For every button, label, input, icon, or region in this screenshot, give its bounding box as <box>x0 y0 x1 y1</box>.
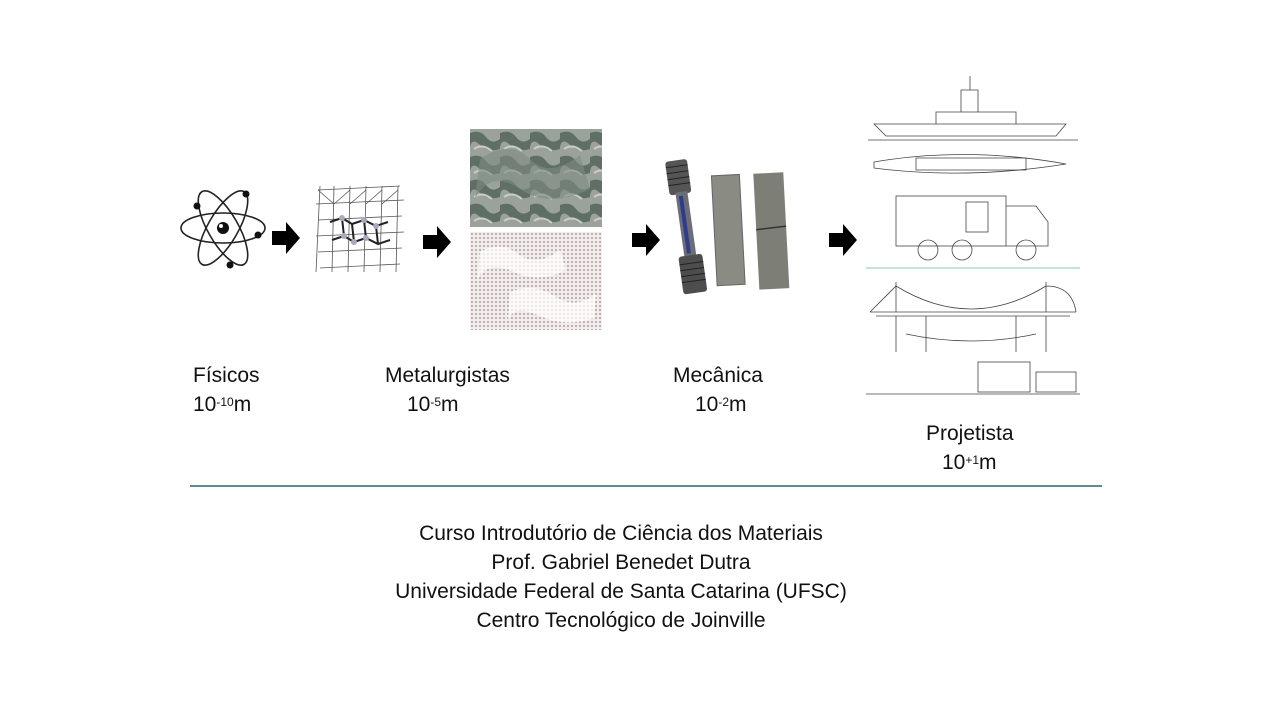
stage-scale: 10+1m <box>942 451 997 474</box>
footer-professor: Prof. Gabriel Benedet Dutra <box>491 551 751 574</box>
stage-label-metallurgists: Metalurgistas 10-5m <box>385 361 510 419</box>
stage-role: Físicos <box>193 364 260 387</box>
stage-role: Mecânica <box>673 364 763 387</box>
stage-label-mechanics: Mecânica 10-2m <box>673 361 763 419</box>
stage-scale: 10-5m <box>407 393 459 416</box>
arrow-right-icon <box>829 224 857 256</box>
test-specimens-photo <box>665 159 790 295</box>
microstructure-photo <box>470 129 602 227</box>
divider-rule <box>190 485 1102 487</box>
arrow-right-icon <box>272 222 300 254</box>
arrow-right-icon <box>632 224 660 256</box>
stage-label-designer: Projetista 10+1m <box>926 419 1014 477</box>
crystal-lattice-illustration <box>315 185 405 273</box>
footer-university: Universidade Federal de Santa Catarina (… <box>395 580 847 603</box>
atom-illustration <box>180 190 266 269</box>
footer-course: Curso Introdutório de Ciência dos Materi… <box>419 522 823 545</box>
stage-role: Metalurgistas <box>385 364 510 387</box>
microstructure-dot-pattern <box>470 232 602 330</box>
footer-center: Centro Tecnológico de Joinville <box>476 609 766 632</box>
arrow-right-icon <box>423 226 451 258</box>
design-drawings <box>866 76 1080 395</box>
stage-label-physicists: Físicos 10-10m <box>193 361 260 419</box>
stage-role: Projetista <box>926 422 1014 445</box>
stage-scale: 10-2m <box>695 393 747 416</box>
stage-scale: 10-10m <box>193 393 252 416</box>
